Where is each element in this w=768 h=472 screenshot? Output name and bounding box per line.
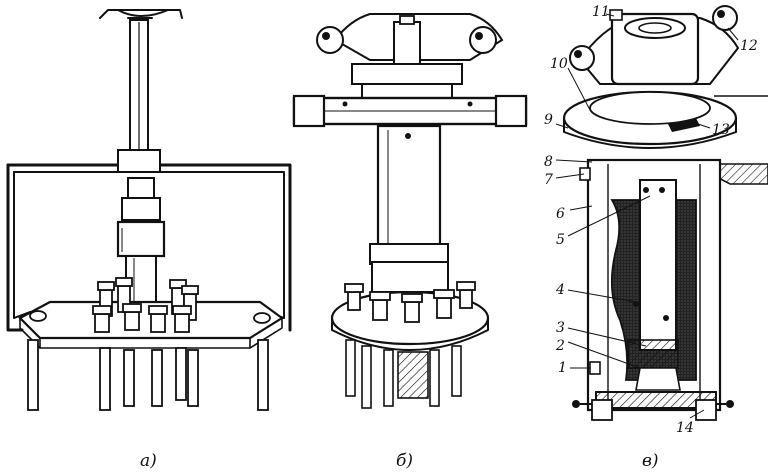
column-body xyxy=(369,124,449,265)
callout-9: 9 xyxy=(544,112,553,128)
puller-center-shaft xyxy=(116,177,166,307)
callout-leaders xyxy=(555,13,739,419)
callout-8: 8 xyxy=(544,154,553,170)
disk-studs xyxy=(344,281,476,323)
callout-labels: 11 12 10 13 9 8 7 6 5 4 3 2 1 14 xyxy=(544,4,758,436)
panel-b-assembly: б) xyxy=(292,13,528,471)
tube-base xyxy=(572,167,734,421)
puller-studs-top xyxy=(92,277,199,333)
puller-handle xyxy=(99,9,183,19)
callout-7: 7 xyxy=(544,172,553,188)
callout-2: 2 xyxy=(555,338,565,354)
callout-3: 3 xyxy=(556,320,565,336)
callout-14: 14 xyxy=(676,420,694,436)
callout-4: 4 xyxy=(555,282,565,298)
wide-plate xyxy=(292,94,528,128)
panel-c-section: 11 12 10 13 9 8 7 6 5 4 3 2 1 14 в) xyxy=(544,4,768,471)
callout-12: 12 xyxy=(740,38,758,54)
caption-b: б) xyxy=(396,451,413,471)
callout-13: 13 xyxy=(712,122,730,138)
yoke-top xyxy=(316,13,504,65)
callout-1: 1 xyxy=(558,360,567,376)
flange-stack xyxy=(351,63,463,99)
disk-rods-bottom xyxy=(345,339,462,409)
cutaway-interior xyxy=(610,179,697,391)
panel-a-puller: а) xyxy=(6,9,292,471)
caption-c: в) xyxy=(642,451,659,471)
callout-11: 11 xyxy=(592,4,610,20)
callout-10: 10 xyxy=(550,56,568,72)
puller-rods-bottom xyxy=(27,339,269,411)
callout-5: 5 xyxy=(556,232,565,248)
top-cap xyxy=(569,5,740,86)
flange-ring xyxy=(562,90,738,149)
caption-a: а) xyxy=(140,451,157,471)
puller-screw-rod xyxy=(129,19,149,161)
puller-frame xyxy=(6,149,292,332)
callout-6: 6 xyxy=(556,206,565,222)
